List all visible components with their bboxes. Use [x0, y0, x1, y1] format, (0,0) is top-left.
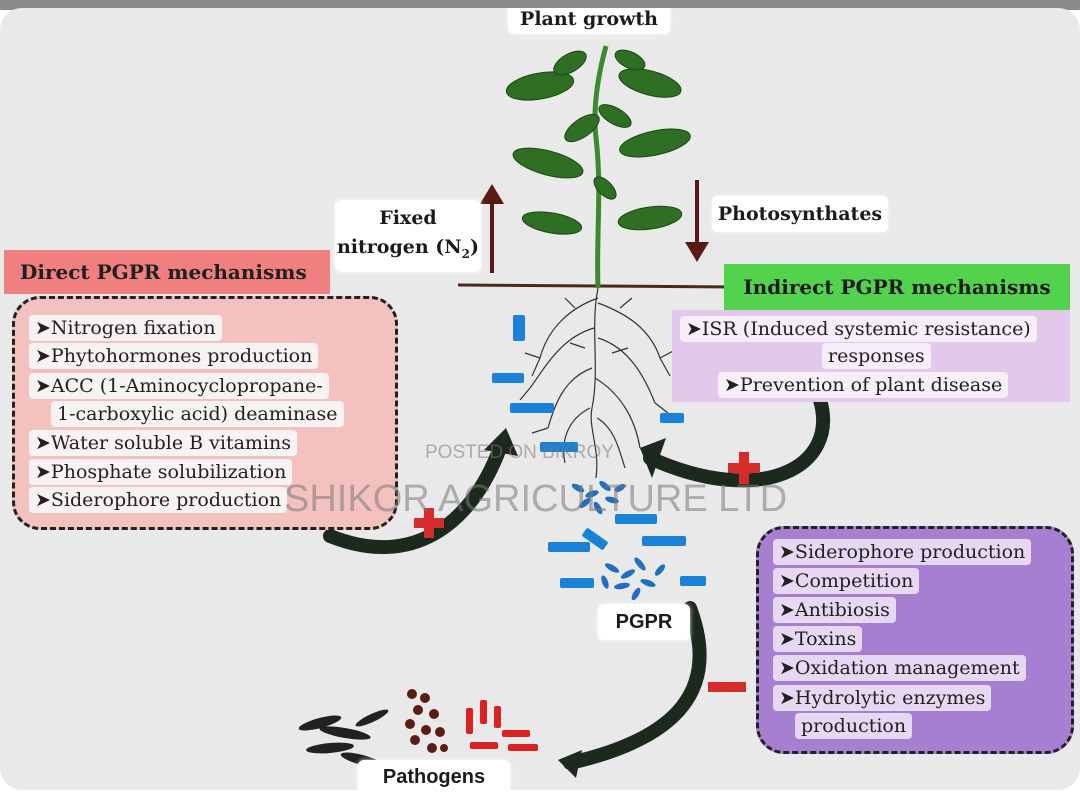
- antagonism-box: ➤Siderophore production ➤Competition ➤An…: [756, 526, 1074, 754]
- nutrient-arrows: [480, 180, 709, 273]
- indirect-item-1: ➤ISR (Induced systemic resistance): [680, 316, 1037, 342]
- plant-growth-label: Plant growth: [508, 8, 670, 34]
- antagonism-item-3: ➤Antibiosis: [773, 597, 896, 623]
- chevron-right-icon: ➤: [35, 432, 51, 454]
- chevron-right-icon: ➤: [35, 375, 51, 397]
- direct-item-3-cont: 1-carboxylic acid) deaminase: [51, 401, 344, 427]
- chevron-right-icon: ➤: [779, 599, 795, 621]
- photosynthates-label: Photosynthates: [712, 196, 888, 232]
- indirect-pgpr-box: ➤ISR (Induced systemic resistance) respo…: [672, 310, 1070, 402]
- indirect-item-2: ➤Prevention of plant disease: [718, 372, 1009, 398]
- direct-item-2: ➤Phytohormones production: [29, 343, 319, 369]
- chevron-right-icon: ➤: [686, 318, 702, 340]
- effect-signs: [414, 452, 760, 692]
- arrow-heads: [484, 428, 666, 778]
- chevron-right-icon: ➤: [779, 687, 795, 709]
- chevron-right-icon: ➤: [779, 541, 795, 563]
- pgpr-bacteria: [492, 315, 706, 588]
- top-edge: [0, 0, 1080, 10]
- bottom-edge: [0, 790, 1080, 798]
- antagonism-item-4: ➤Toxins: [773, 626, 863, 652]
- direct-item-6: ➤Siderophore production: [29, 487, 288, 513]
- watermark-posted: POSTED ON BIKROY: [425, 442, 614, 463]
- antagonism-item-2: ➤Competition: [773, 568, 920, 594]
- pathogens-label: Pathogens: [358, 760, 510, 790]
- direct-item-3: ➤ACC (1-Aminocyclopropane-: [29, 373, 329, 399]
- direct-pgpr-box: ➤Nitrogen fixation ➤Phytohormones produc…: [12, 296, 398, 530]
- pathogen-rods: [466, 700, 538, 751]
- watermark-company: SHIKOR AGRICULTURE LTD: [284, 478, 788, 520]
- chevron-right-icon: ➤: [35, 461, 51, 483]
- chevron-right-icon: ➤: [35, 317, 51, 339]
- chevron-right-icon: ➤: [779, 570, 795, 592]
- diagram-panel: Plant growth Fixed nitrogen (N2) Photosy…: [0, 8, 1080, 790]
- chevron-right-icon: ➤: [779, 628, 795, 650]
- chevron-right-icon: ➤: [35, 489, 51, 511]
- diagram-graphics: [298, 45, 831, 778]
- direct-pgpr-header: Direct PGPR mechanisms: [4, 250, 330, 294]
- fixed-nitrogen-label: Fixed nitrogen (N2): [335, 200, 481, 272]
- direct-item-5: ➤Phosphate solubilization: [29, 459, 293, 485]
- antagonism-item-1: ➤Siderophore production: [773, 539, 1032, 565]
- pgpr-label: PGPR: [598, 604, 690, 640]
- chevron-right-icon: ➤: [779, 657, 795, 679]
- chevron-right-icon: ➤: [724, 374, 740, 396]
- pgpr-cluster: [571, 480, 666, 601]
- antagonism-item-6: ➤Hydrolytic enzymes: [773, 685, 992, 711]
- antagonism-item-6-cont: production: [795, 713, 913, 739]
- direct-item-4: ➤Water soluble B vitamins: [29, 430, 298, 456]
- antagonism-item-5: ➤Oxidation management: [773, 655, 1026, 681]
- plant-leaves: [505, 49, 691, 235]
- indirect-pgpr-header: Indirect PGPR mechanisms: [724, 264, 1070, 310]
- pathogen-cocci: [405, 689, 448, 753]
- chevron-right-icon: ➤: [35, 345, 51, 367]
- direct-item-1: ➤Nitrogen fixation: [29, 315, 222, 341]
- plant-stem: [592, 45, 609, 289]
- indirect-item-1-cont: responses: [822, 343, 931, 369]
